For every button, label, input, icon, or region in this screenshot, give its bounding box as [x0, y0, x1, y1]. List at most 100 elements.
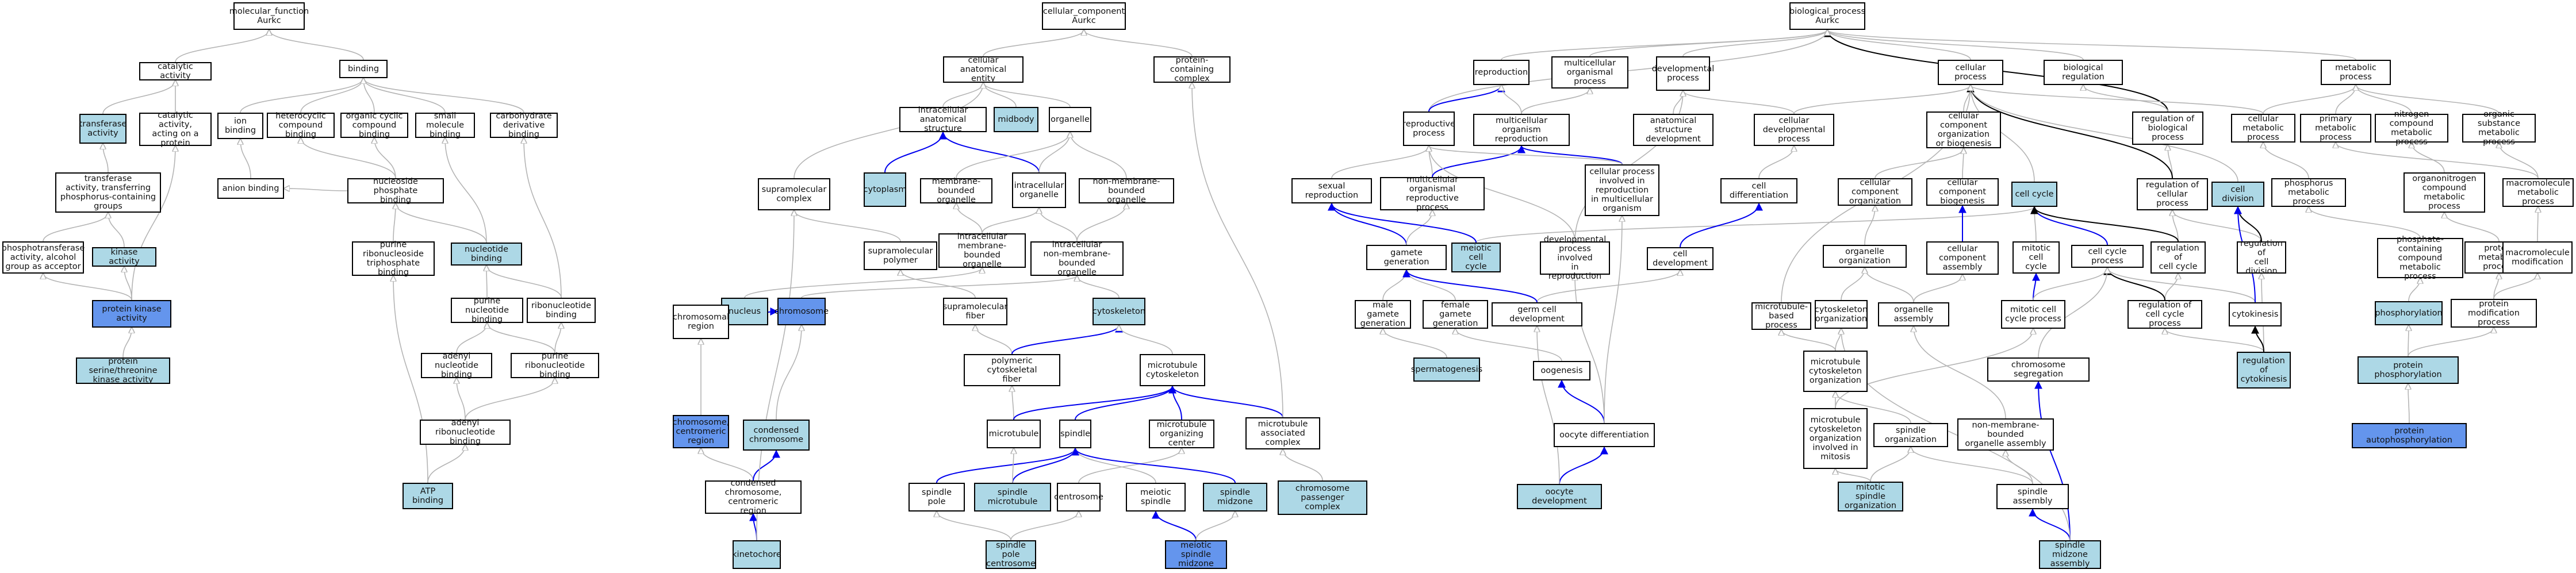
go-term-mitcc[interactable]: mitotic cell cycle [2012, 241, 2060, 274]
go-term-pcc[interactable]: protein-containing complex [1153, 56, 1230, 83]
go-term-regbio[interactable]: regulation of biological process [2132, 111, 2203, 145]
go-term-primmet[interactable]: primary metabolic process [2300, 114, 2371, 143]
go-term-oogenesis[interactable]: oogenesis [1533, 361, 1590, 380]
go-term-mtbased[interactable]: microtubule-based process [1751, 302, 1811, 330]
go-term-spindlepole[interactable]: spindle pole [908, 483, 965, 512]
go-term-oocytedev[interactable]: oocyte development [1517, 484, 1602, 509]
go-term-cytoorg[interactable]: cytoskeleton organization [1815, 300, 1868, 329]
go-term-cellcycle[interactable]: cell cycle [2011, 182, 2057, 207]
go-term-meioticcc[interactable]: meiotic cell cycle [1451, 243, 1501, 272]
go-term-hetero[interactable]: heterocyclic compound binding [267, 111, 335, 139]
go-term-cae[interactable]: cellular anatomical entity [943, 56, 1023, 83]
go-term-orgassembly[interactable]: organelle assembly [1878, 302, 1949, 326]
go-term-binding[interactable]: binding [339, 60, 388, 78]
go-term-regcellproc[interactable]: regulation of cellular process [2137, 178, 2208, 210]
go-term-polycyto[interactable]: polymeric cytoskeletal fiber [964, 354, 1060, 386]
go-term-supra[interactable]: supramolecular complex [758, 178, 830, 210]
go-term-femgam[interactable]: female gamete generation [1423, 300, 1488, 329]
go-term-catact[interactable]: catalytic activity [139, 62, 212, 80]
go-term-purntp[interactable]: purine ribonucleoside triphosphate bindi… [352, 240, 435, 277]
go-term-meioticspindle[interactable]: meiotic spindle [1126, 483, 1186, 512]
go-term-mf[interactable]: molecular_function Aurkc [229, 2, 309, 30]
go-term-ribonuc[interactable]: ribonucleotide binding [527, 298, 596, 323]
go-term-chromosome[interactable]: chromosome [775, 298, 829, 325]
go-term-mcorgrep[interactable]: multicellular organism reproduction [1473, 114, 1570, 146]
go-term-spindlemidzone[interactable]: spindle midzone [1203, 483, 1267, 512]
go-term-ionbind[interactable]: ion binding [217, 113, 263, 139]
go-term-mcorgrepproc[interactable]: multicellular organismal reproductive pr… [1380, 175, 1485, 212]
go-term-phosphorylation[interactable]: phosphorylation [2375, 301, 2443, 325]
go-term-spcentro[interactable]: spindle pole centrosome [986, 540, 1036, 569]
go-term-mtoc[interactable]: microtubule organizing center [1149, 420, 1214, 448]
go-term-spindleorg[interactable]: spindle organization [1873, 423, 1948, 447]
go-term-devproc[interactable]: developmental process [1652, 56, 1714, 91]
go-term-mitccproc[interactable]: mitotic cell cycle process [2001, 300, 2065, 329]
go-term-ias[interactable]: intracellular anatomical structure [899, 106, 987, 133]
go-term-smallmol[interactable]: small molecule binding [415, 111, 475, 139]
go-term-germdev[interactable]: germ cell development [1492, 302, 1582, 326]
go-term-protmod[interactable]: protein modification process [2451, 299, 2537, 328]
go-term-kinetochore[interactable]: kinetochore [732, 540, 781, 569]
go-term-cc[interactable]: cellular_component Aurkc [1042, 2, 1126, 30]
go-term-celldevproc[interactable]: cellular developmental process [1754, 114, 1834, 146]
go-term-cytokinesis[interactable]: cytokinesis [2229, 302, 2282, 326]
go-term-cellmet[interactable]: cellular metabolic process [2231, 114, 2295, 143]
go-term-transfer[interactable]: transferase activity [79, 114, 126, 144]
go-term-purnuc[interactable]: purine nucleotide binding [451, 297, 523, 324]
go-term-adenyl[interactable]: adenyl nucleotide binding [421, 352, 492, 379]
go-term-imbo[interactable]: intracellular membrane-bounded organelle [938, 232, 1026, 269]
go-term-malegam[interactable]: male gamete generation [1355, 300, 1411, 329]
go-term-smzassem[interactable]: spindle midzone assembly [2039, 540, 2101, 569]
go-term-orgsub[interactable]: organic substance metabolic process [2462, 110, 2536, 147]
go-term-nmboassem[interactable]: non-membrane-bounded organelle assembly [1957, 418, 2054, 451]
go-term-purribo[interactable]: purine ribonucleotide binding [511, 352, 599, 379]
go-term-msmz[interactable]: meiotic spindle midzone [1165, 540, 1227, 569]
go-term-nitro[interactable]: nitrogen compound metabolic process [2375, 110, 2448, 147]
go-term-cpir[interactable]: cellular process involved in reproductio… [1585, 164, 1659, 216]
go-term-protkinase[interactable]: protein kinase activity [92, 300, 171, 328]
go-term-inmbo[interactable]: intracellular non-membrane-bounded organ… [1030, 240, 1124, 277]
go-term-mitspindleorg[interactable]: mitotic spindle organization [1838, 482, 1903, 512]
go-term-repro[interactable]: reproduction [1473, 60, 1529, 85]
go-term-oocytediff[interactable]: oocyte differentiation [1554, 423, 1655, 447]
go-term-orgcyc[interactable]: organic cyclic compound binding [340, 111, 408, 139]
go-term-nmbo[interactable]: non-membrane-bounded organelle [1079, 177, 1174, 205]
go-term-cellproc[interactable]: cellular process [1938, 60, 2003, 85]
go-term-asd[interactable]: anatomical structure development [1633, 114, 1713, 146]
go-term-mtcyto[interactable]: microtubule cytoskeleton [1140, 354, 1205, 386]
go-term-ccp[interactable]: cell cycle process [2071, 245, 2144, 268]
go-term-macromod[interactable]: macromolecule modification [2502, 241, 2573, 274]
go-term-regcc[interactable]: regulation of cell cycle [2150, 241, 2206, 274]
go-term-chromreg[interactable]: chromosomal region [673, 305, 729, 339]
go-term-kinase[interactable]: kinase activity [92, 247, 156, 267]
go-term-ccassembly[interactable]: cellular component assembly [1926, 241, 1999, 275]
go-term-orgnitro[interactable]: organonitrogen compound metabolic proces… [2404, 172, 2485, 213]
go-term-midbody[interactable]: midbody [994, 107, 1038, 132]
go-term-suprafiber[interactable]: supramolecular fiber [943, 298, 1007, 325]
go-term-ccb[interactable]: cellular component biogenesis [1926, 178, 1999, 206]
go-term-phosmet[interactable]: phosphorus metabolic process [2271, 178, 2346, 207]
go-term-celldiv[interactable]: cell division [2211, 182, 2264, 207]
go-term-mop[interactable]: multicellular organismal process [1551, 56, 1628, 89]
go-term-intorg[interactable]: intracellular organelle [1012, 172, 1066, 208]
go-term-phosalc[interactable]: phosphotransferase activity, alcohol gro… [2, 241, 85, 274]
go-term-carbo[interactable]: carbohydrate derivative binding [490, 111, 558, 139]
go-term-suprapoly[interactable]: supramolecular polymer [864, 241, 937, 270]
go-term-reprproc[interactable]: reproductive process [1402, 111, 1455, 146]
go-term-mtassoc[interactable]: microtubule associated complex [1245, 417, 1320, 449]
go-term-phoscont[interactable]: phosphate-containing compound metabolic … [2377, 235, 2463, 281]
go-term-cco[interactable]: cellular component organization [1838, 178, 1912, 206]
go-term-regccproc[interactable]: regulation of cell cycle process [2128, 300, 2202, 329]
go-term-mtcytomit[interactable]: microtubule cytoskeleton organization in… [1803, 408, 1868, 469]
go-term-devrep[interactable]: developmental process involved in reprod… [1540, 235, 1610, 281]
go-term-bioreg[interactable]: biological regulation [2044, 60, 2123, 85]
go-term-spermato[interactable]: spermatogenesis [1411, 357, 1482, 382]
go-term-transphos[interactable]: transferase activity, transferring phosp… [55, 172, 161, 213]
go-term-serthr[interactable]: protein serine/threonine kinase activity [76, 357, 170, 384]
go-term-protphos[interactable]: protein phosphorylation [2358, 356, 2459, 384]
go-term-microtubule[interactable]: microtubule [987, 420, 1041, 448]
go-term-anionbind[interactable]: anion binding [217, 178, 284, 199]
go-term-adenribo[interactable]: adenyl ribonucleotide binding [420, 418, 511, 446]
go-term-spindle[interactable]: spindle [1059, 420, 1091, 448]
go-term-nucphos[interactable]: nucleoside phosphate binding [347, 177, 444, 205]
